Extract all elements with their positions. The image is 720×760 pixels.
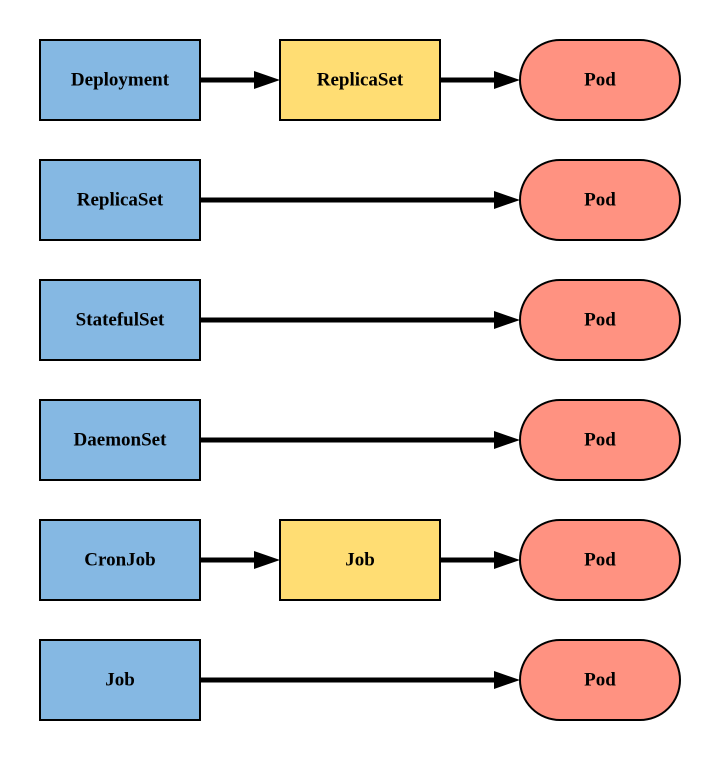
- controller-node: ReplicaSet: [39, 159, 201, 241]
- pod-node: Pod: [519, 639, 681, 721]
- pod-pill: [519, 159, 681, 241]
- controller-box: [39, 279, 201, 361]
- arrowhead-icon: [494, 71, 520, 89]
- pod-label: Pod: [584, 310, 616, 331]
- pod-pill: [519, 639, 681, 721]
- controller-box: [39, 159, 201, 241]
- pod-node: Pod: [519, 399, 681, 481]
- controller-box: [39, 519, 201, 601]
- controller-node: Job: [39, 639, 201, 721]
- pod-node: Pod: [519, 159, 681, 241]
- pod-pill: [519, 39, 681, 121]
- arrowhead-icon: [494, 431, 520, 449]
- pod-pill: [519, 279, 681, 361]
- intermediate-label: Job: [345, 550, 375, 571]
- pod-pill: [519, 399, 681, 481]
- controller-label: CronJob: [84, 550, 155, 571]
- pod-node: Pod: [519, 39, 681, 121]
- controller-node: Deployment: [39, 39, 201, 121]
- controller-to-intermediate-arrow: [200, 71, 280, 89]
- intermediate-to-pod-arrow: [440, 71, 520, 89]
- arrowhead-icon: [254, 551, 280, 569]
- arrowhead-icon: [494, 671, 520, 689]
- controller-label: DaemonSet: [74, 430, 168, 451]
- controller-node: CronJob: [39, 519, 201, 601]
- arrowhead-icon: [494, 551, 520, 569]
- intermediate-label: ReplicaSet: [317, 70, 404, 91]
- diagram-row: CronJob Job Pod: [39, 519, 681, 601]
- intermediate-box: [279, 39, 441, 121]
- controller-node: DaemonSet: [39, 399, 201, 481]
- pod-label: Pod: [584, 550, 616, 571]
- intermediate-to-pod-arrow: [440, 551, 520, 569]
- controller-to-pod-arrow: [200, 191, 520, 209]
- arrowhead-icon: [254, 71, 280, 89]
- intermediate-node: ReplicaSet: [279, 39, 441, 121]
- controller-label: StatefulSet: [76, 310, 165, 331]
- controller-to-intermediate-arrow: [200, 551, 280, 569]
- diagram-row: DaemonSet Pod: [39, 399, 681, 481]
- controller-to-pod-arrow: [200, 311, 520, 329]
- diagram-row: Job Pod: [39, 639, 681, 721]
- controller-box: [39, 639, 201, 721]
- intermediate-node: Job: [279, 519, 441, 601]
- controller-label: Deployment: [71, 70, 170, 91]
- pod-label: Pod: [584, 190, 616, 211]
- controller-label: Job: [105, 670, 135, 691]
- controller-node: StatefulSet: [39, 279, 201, 361]
- arrowhead-icon: [494, 311, 520, 329]
- pod-node: Pod: [519, 279, 681, 361]
- controller-label: ReplicaSet: [77, 190, 164, 211]
- diagram-row: StatefulSet Pod: [39, 279, 681, 361]
- pod-label: Pod: [584, 70, 616, 91]
- pod-node: Pod: [519, 519, 681, 601]
- controller-box: [39, 399, 201, 481]
- pod-label: Pod: [584, 670, 616, 691]
- pod-pill: [519, 519, 681, 601]
- pod-label: Pod: [584, 430, 616, 451]
- diagram-row: Deployment ReplicaSet Pod: [39, 39, 681, 121]
- controller-to-pod-arrow: [200, 671, 520, 689]
- controller-box: [39, 39, 201, 121]
- arrowhead-icon: [494, 191, 520, 209]
- diagram-row: ReplicaSet Pod: [39, 159, 681, 241]
- controller-to-pod-arrow: [200, 431, 520, 449]
